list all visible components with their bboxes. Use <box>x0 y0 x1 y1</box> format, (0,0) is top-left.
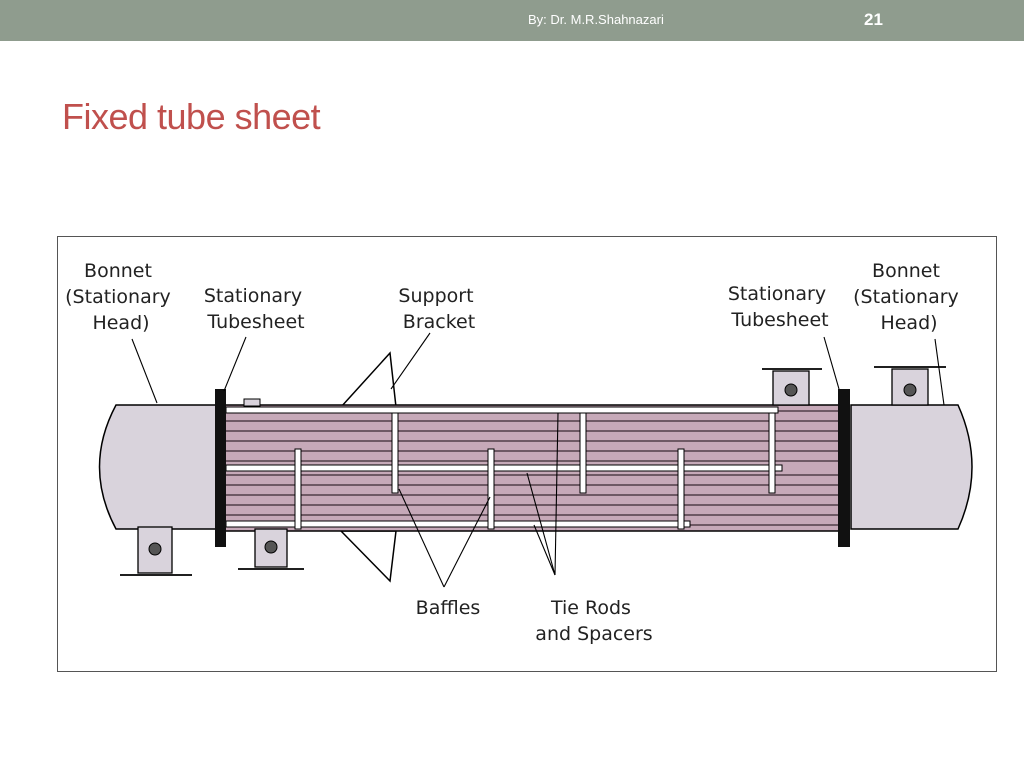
label-tie-rods: Tie Rods and Spacers <box>535 597 652 645</box>
author-text: By: Dr. M.R.Shahnazari <box>528 12 664 27</box>
saddle-left-bottom <box>120 526 192 576</box>
right-tubesheet <box>838 389 850 547</box>
heat-exchanger-diagram: Bonnet (Stationary Head) Stationary Tube… <box>65 260 973 645</box>
header-bar: By: Dr. M.R.Shahnazari 21 <box>0 0 1024 41</box>
left-tubesheet <box>215 389 226 547</box>
leader-lines <box>131 332 945 588</box>
left-bonnet <box>98 404 217 530</box>
saddle-right-upper-1 <box>762 368 822 406</box>
slide-title: Fixed tube sheet <box>62 96 321 137</box>
support-bracket-top <box>339 351 397 408</box>
slide-number: 21 <box>864 10 883 29</box>
saddle-right-upper-2 <box>874 366 946 406</box>
label-tubesheet-right: Stationary Tubesheet <box>728 283 832 331</box>
label-bonnet-left: Bonnet (Stationary Head) <box>65 260 177 334</box>
label-bonnet-right: Bonnet (Stationary Head) <box>853 260 965 334</box>
label-baffles: Baffles <box>416 597 481 619</box>
label-tubesheet-left: Stationary Tubesheet <box>204 285 308 333</box>
baffles <box>294 412 776 530</box>
shell-nozzle <box>243 398 261 407</box>
heat-exchanger-figure: Bonnet (Stationary Head) Stationary Tube… <box>57 236 997 672</box>
saddle-left-lower <box>238 528 304 570</box>
right-bonnet <box>850 404 973 530</box>
label-support-bracket: Support Bracket <box>398 285 479 333</box>
support-bracket-bottom <box>339 530 397 583</box>
